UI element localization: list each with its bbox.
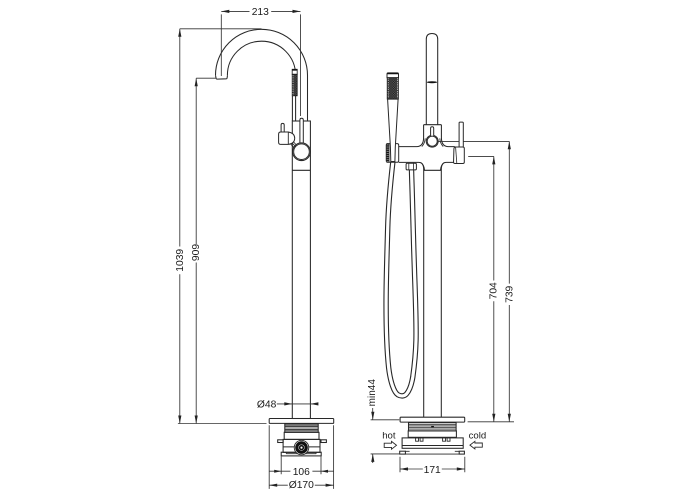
svg-text:cold: cold [469, 431, 487, 442]
svg-text:704: 704 [488, 282, 499, 299]
svg-text:213: 213 [252, 7, 269, 18]
svg-text:106: 106 [293, 467, 310, 478]
svg-text:hot: hot [382, 431, 396, 442]
svg-text:min44: min44 [367, 379, 378, 407]
svg-text:739: 739 [504, 285, 515, 302]
svg-text:909: 909 [191, 244, 202, 261]
svg-text:Ø170: Ø170 [289, 480, 314, 491]
svg-text:Ø48: Ø48 [257, 400, 277, 411]
svg-text:1039: 1039 [175, 249, 186, 272]
svg-text:171: 171 [424, 465, 441, 476]
